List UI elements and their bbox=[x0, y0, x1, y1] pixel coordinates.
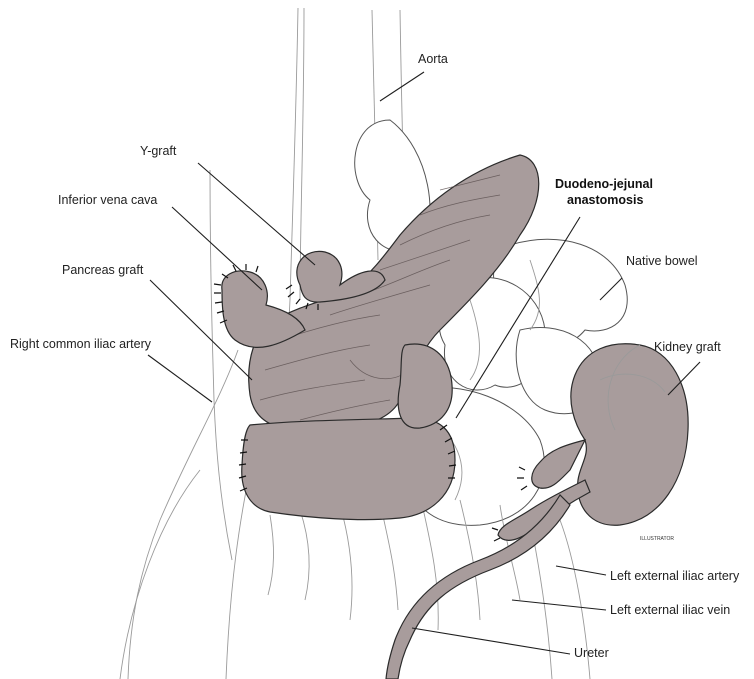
signature-mark: ILLUSTRATOR bbox=[640, 536, 674, 542]
label-duodeno-jejunal-anastomosis-line2: anastomosis bbox=[567, 193, 643, 208]
label-left-external-iliac-artery: Left external iliac artery bbox=[610, 569, 739, 584]
label-kidney-graft: Kidney graft bbox=[654, 340, 721, 355]
label-aorta: Aorta bbox=[418, 52, 448, 67]
label-pancreas-graft: Pancreas graft bbox=[62, 263, 143, 278]
label-ureter: Ureter bbox=[574, 646, 609, 661]
label-native-bowel: Native bowel bbox=[626, 254, 698, 269]
label-y-graft: Y-graft bbox=[140, 144, 176, 159]
duodenal-stump bbox=[214, 264, 305, 347]
label-duodeno-jejunal-anastomosis-line1: Duodeno-jejunal bbox=[555, 177, 653, 192]
label-right-common-iliac-artery: Right common iliac artery bbox=[10, 337, 151, 352]
label-left-external-iliac-vein: Left external iliac vein bbox=[610, 603, 730, 618]
label-inferior-vena-cava: Inferior vena cava bbox=[58, 193, 157, 208]
